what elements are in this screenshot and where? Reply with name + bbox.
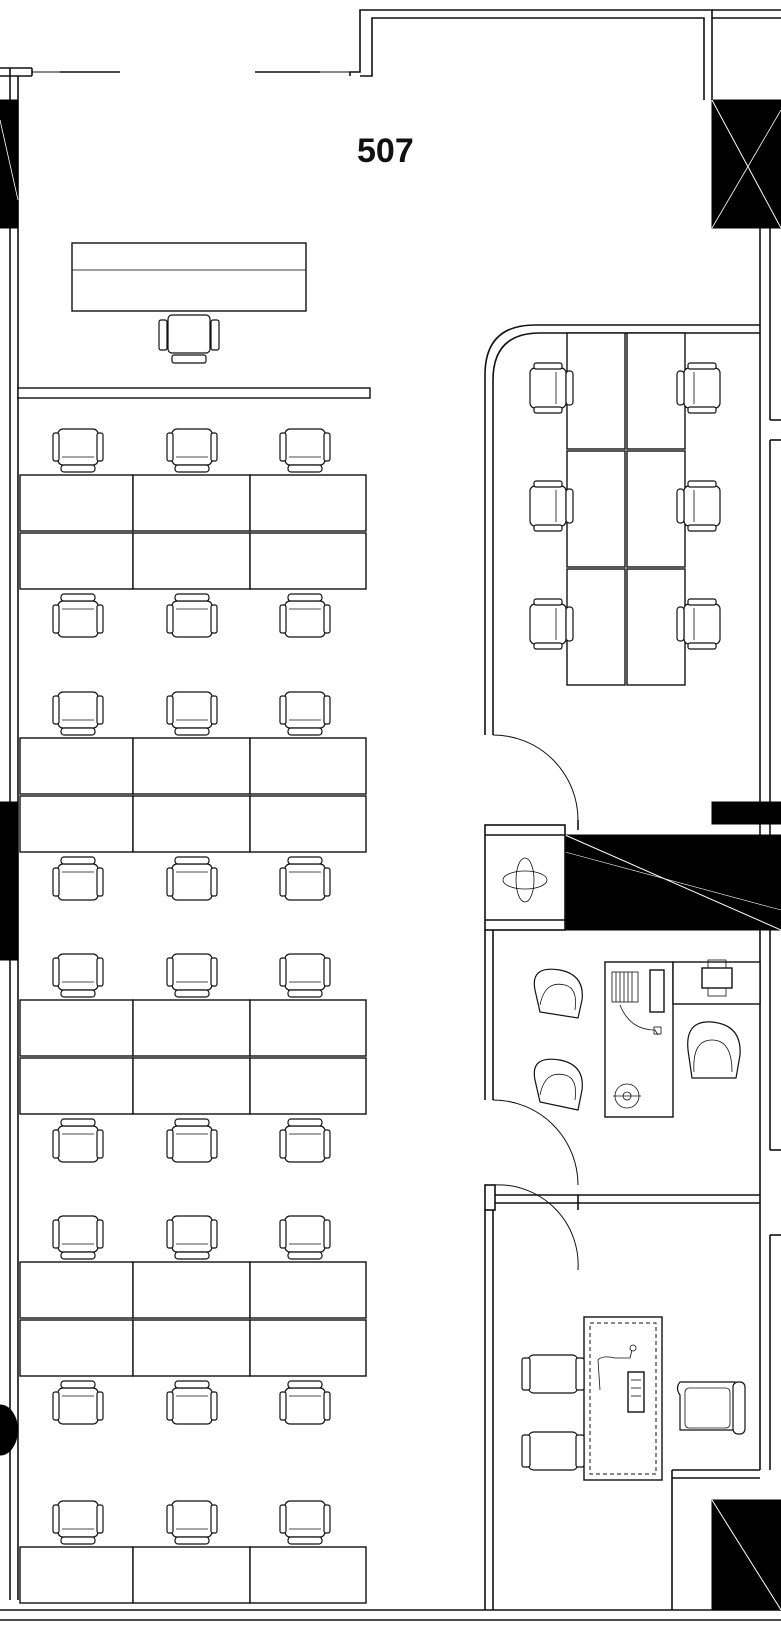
workstation-chair xyxy=(166,953,218,998)
workstation-desk xyxy=(249,532,367,590)
workstation-chair xyxy=(279,428,331,473)
meeting-table-segment xyxy=(566,450,626,568)
workstation-desk xyxy=(249,1057,367,1115)
office-2-walls xyxy=(484,1184,760,1610)
meeting-chair xyxy=(676,480,721,532)
reception-desk xyxy=(71,242,307,312)
workstation-desk xyxy=(19,795,134,853)
workstation-cluster xyxy=(19,953,367,1163)
workstation-cluster xyxy=(19,1500,367,1604)
workstation-desk xyxy=(19,1319,134,1377)
workstation-chair xyxy=(52,691,104,736)
elevator-lobby-box xyxy=(484,824,566,931)
workstation-chair xyxy=(279,691,331,736)
workstation-chair xyxy=(166,593,218,638)
meeting-table-segment xyxy=(566,332,626,450)
workstation-chair xyxy=(279,1118,331,1163)
workstation-desk xyxy=(19,737,134,795)
office-2-guest-chair-2 xyxy=(521,1431,585,1471)
office-2-desk xyxy=(583,1316,663,1481)
workstation-desk xyxy=(19,1057,134,1115)
meeting-table-segment xyxy=(626,568,686,686)
workstation-desk xyxy=(19,1546,134,1604)
workstation-desk xyxy=(132,1319,251,1377)
meeting-chair xyxy=(676,362,721,414)
workstation-desk xyxy=(249,1546,367,1604)
workstation-desk xyxy=(249,999,367,1057)
workstation-chair xyxy=(279,1215,331,1260)
workstation-chair xyxy=(166,1118,218,1163)
meeting-chair xyxy=(529,480,574,532)
workstation-chair xyxy=(279,953,331,998)
low-partition xyxy=(17,387,371,399)
workstation-chair xyxy=(279,593,331,638)
workstation-cluster xyxy=(19,691,367,901)
workstation-desk xyxy=(132,1546,251,1604)
workstation-desk xyxy=(249,474,367,532)
reception-chair xyxy=(158,314,220,364)
workstation-desk xyxy=(132,737,251,795)
office-2-guest-chair-1 xyxy=(521,1354,585,1394)
workstation-chair xyxy=(52,1500,104,1545)
workstation-chair xyxy=(166,856,218,901)
workstation-chair xyxy=(279,856,331,901)
workstation-desk xyxy=(19,532,134,590)
structural-columns xyxy=(0,99,781,1611)
workstation-desk xyxy=(132,795,251,853)
workstation-chair xyxy=(52,1118,104,1163)
workstation-desk xyxy=(249,737,367,795)
meeting-room-walls xyxy=(484,324,760,830)
workstation-desk xyxy=(132,1261,251,1319)
meeting-table-segment xyxy=(626,332,686,450)
workstation-chair xyxy=(52,593,104,638)
workstation-desk xyxy=(132,1057,251,1115)
workstation-desk xyxy=(132,474,251,532)
office-1-guest-chair-1 xyxy=(533,968,583,1019)
workstation-cluster xyxy=(19,428,367,638)
workstation-desk xyxy=(132,532,251,590)
office-2-manager-chair xyxy=(676,1381,746,1435)
workstation-desk xyxy=(19,1261,134,1319)
meeting-table-segment xyxy=(626,450,686,568)
office-1-walls xyxy=(484,930,760,1211)
workstation-desk xyxy=(19,999,134,1057)
workstation-chair xyxy=(52,1215,104,1260)
workstation-chair xyxy=(52,428,104,473)
open-plan-workstations xyxy=(19,428,367,1604)
workstation-cluster xyxy=(19,1215,367,1425)
workstation-desk xyxy=(249,1261,367,1319)
workstation-desk xyxy=(19,474,134,532)
workstation-chair xyxy=(166,691,218,736)
workstation-desk xyxy=(132,999,251,1057)
workstation-chair xyxy=(52,953,104,998)
workstation-chair xyxy=(166,1500,218,1545)
workstation-chair xyxy=(52,856,104,901)
workstation-chair xyxy=(52,1380,104,1425)
workstation-chair xyxy=(166,428,218,473)
office-1-guest-chair-2 xyxy=(533,1058,583,1111)
meeting-chair xyxy=(676,598,721,650)
workstation-chair xyxy=(279,1380,331,1425)
room-number-label: 507 xyxy=(357,132,414,170)
office-1-desk xyxy=(604,959,761,1118)
meeting-chair xyxy=(529,362,574,414)
workstation-desk xyxy=(249,1319,367,1377)
meeting-table-segment xyxy=(566,568,626,686)
workstation-chair xyxy=(166,1380,218,1425)
office-1-manager-chair xyxy=(687,1021,741,1079)
meeting-table xyxy=(529,332,721,686)
workstation-desk xyxy=(249,795,367,853)
workstation-chair xyxy=(279,1500,331,1545)
meeting-chair xyxy=(529,598,574,650)
workstation-chair xyxy=(166,1215,218,1260)
